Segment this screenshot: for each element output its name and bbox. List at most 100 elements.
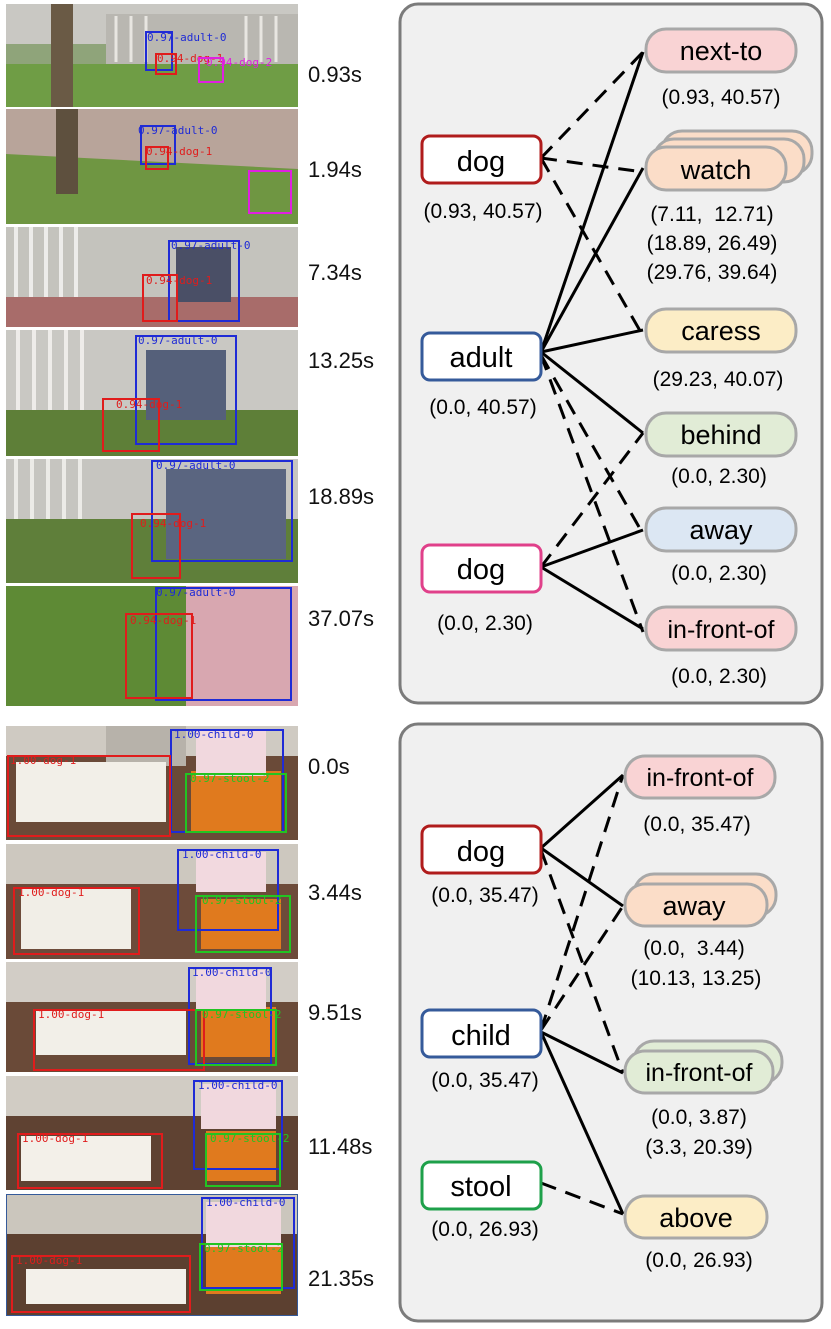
- frame-timestamp: 37.07s: [308, 606, 375, 631]
- box-label: 0.97-adult-0: [138, 124, 217, 137]
- video-frame: 1.00-child-0 1.00-dog-1 0.97-stool-2: [6, 1076, 298, 1190]
- frame-timestamp: 3.44s: [308, 880, 362, 905]
- entity-time: (0.0, 40.57): [429, 396, 536, 419]
- relation-node: in-front-of (0.0, 2.30): [644, 605, 798, 688]
- box-label: 0.97-adult-0: [171, 239, 250, 252]
- edge-solid: [539, 167, 645, 353]
- relation-time: (29.76, 39.64): [647, 261, 778, 284]
- box-label: 1.00-child-0: [192, 966, 271, 979]
- entity-node: dog (0.93, 40.57): [420, 134, 543, 223]
- video-frame: 0.97-adult-0 0.94-dog-1: [6, 586, 298, 706]
- entity-time: (0.0, 35.47): [431, 884, 538, 907]
- box-label: 0.97-adult-0: [156, 459, 235, 472]
- relation-time: (0.0, 26.93): [645, 1249, 752, 1272]
- relation-time: (0.0, 2.30): [671, 562, 767, 585]
- edge-dashed: [540, 1181, 624, 1216]
- edge-solid: [539, 1031, 625, 1215]
- frame-timestamp: 0.93s: [308, 62, 362, 87]
- relation-time: (10.13, 13.25): [631, 967, 762, 990]
- relation-label: behind: [680, 420, 761, 450]
- relation-label: in-front-of: [646, 1059, 753, 1087]
- relation-node: behind (0.0, 2.30): [644, 411, 798, 488]
- frame-timestamp: 1.94s: [308, 157, 362, 182]
- relation-time: (0.0, 2.30): [671, 465, 767, 488]
- relation-time: (0.0, 2.30): [671, 665, 767, 688]
- entity-time: (0.0, 26.93): [431, 1218, 538, 1241]
- edge-solid: [540, 565, 644, 631]
- video-frame: 1.00-child-0 1.00-dog-1 0.97-stool-2: [6, 1194, 298, 1316]
- frame-timestamp: 11.48s: [308, 1134, 373, 1159]
- edges: [539, 773, 625, 1216]
- entity-label: adult: [450, 342, 513, 374]
- box-label: 1.00-child-0: [174, 728, 253, 741]
- box-label: 1.00-dog-1: [38, 1008, 104, 1021]
- entity-time: (0.0, 2.30): [437, 612, 533, 635]
- box-label: 1.00-child-0: [206, 1196, 285, 1209]
- frame-timestamp: 7.34s: [308, 260, 362, 285]
- edge-dashed: [539, 157, 645, 337]
- frame-timestamp: 0.0s: [308, 754, 350, 779]
- relation-node: in-front-of (0.0, 3.87) (3.3, 20.39): [623, 1039, 784, 1159]
- box-label: 0.94-dog-1: [146, 145, 212, 158]
- box-label: 1.00-child-0: [182, 848, 261, 861]
- entity-label: dog: [457, 836, 505, 868]
- entity-time: (0.93, 40.57): [423, 200, 542, 223]
- edge-solid: [539, 51, 645, 353]
- box-label: 0.97-stool-2: [202, 1008, 281, 1021]
- box-label: 0.97-stool-2: [210, 1132, 289, 1145]
- relation-label: away: [689, 515, 753, 545]
- relation-time: (18.89, 26.49): [647, 232, 778, 255]
- edge-solid: [540, 528, 644, 569]
- relation-label: next-to: [680, 36, 763, 66]
- relation-time: (7.11, 12.71): [650, 203, 773, 226]
- video-frame: 1.00-child-0 1.00-dog-1 0.97-stool-2: [6, 726, 298, 840]
- relation-time: (0.0, 35.47): [643, 813, 750, 836]
- relation-node: above (0.0, 26.93): [623, 1194, 769, 1272]
- relation-time: (29.23, 40.07): [653, 368, 784, 391]
- relation-label: caress: [681, 316, 761, 346]
- relation-node: in-front-of (0.0, 35.47): [623, 754, 777, 836]
- box-label: 0.94-dog-1: [116, 398, 182, 411]
- relation-time: (0.0, 3.87): [651, 1106, 747, 1129]
- entity-time: (0.0, 35.47): [431, 1069, 538, 1092]
- entity-label: stool: [450, 1171, 511, 1203]
- entity-node: dog (0.0, 2.30): [420, 543, 543, 635]
- frame-timestamp: 21.35s: [308, 1266, 375, 1291]
- video-frame: 0.97-adult-0 0.94-dog-1: [6, 109, 298, 224]
- frame-timestamp: 18.89s: [308, 484, 375, 509]
- box-label: 0.97-adult-0: [138, 334, 217, 347]
- box-label: 0.94-dog-1: [130, 614, 196, 627]
- relation-node: next-to (0.93, 40.57): [644, 27, 798, 109]
- relation-node: caress (29.23, 40.07): [644, 307, 798, 391]
- box-label: 0.97-stool-2: [204, 1242, 283, 1255]
- entity-label: child: [451, 1020, 511, 1052]
- box-label: 0.97-stool-2: [190, 772, 269, 785]
- entity-node: stool (0.0, 26.93): [420, 1160, 543, 1241]
- edge-dashed: [540, 156, 644, 174]
- box-label: 1.00-child-0: [198, 1079, 277, 1092]
- box-label: 0.97-adult-0: [156, 586, 235, 599]
- video-frame: 0.97-adult-0 0.94-dog-1: [6, 227, 298, 327]
- frame-timestamp: 13.25s: [308, 348, 375, 373]
- edge-solid: [540, 328, 644, 354]
- relation-time: (3.3, 20.39): [645, 1136, 752, 1159]
- entity-node: adult (0.0, 40.57): [420, 331, 543, 419]
- edges: [539, 50, 645, 633]
- video-frame: 1.00-child-0 1.00-dog-1 0.97-stool-2: [6, 844, 298, 959]
- box-label: 0.94-dog-1: [157, 52, 223, 65]
- relation-label: away: [662, 891, 726, 921]
- relation-node: watch (7.11, 12.71) (18.89, 26.49) (29.7…: [644, 129, 814, 284]
- video-frame: 1.00-child-0 1.00-dog-1 0.97-stool-2: [6, 962, 298, 1072]
- video-frame: 0.97-adult-0 0.94-dog-1: [6, 330, 298, 456]
- relation-time: (0.0, 3.44): [643, 937, 745, 960]
- entity-node: dog (0.0, 35.47): [420, 824, 543, 907]
- edge-dashed: [539, 354, 645, 535]
- box-label: 0.97-stool-2: [202, 894, 281, 907]
- edge-solid: [540, 350, 644, 435]
- box-label: 0.94-dog-1: [146, 274, 212, 287]
- entity-label: dog: [457, 146, 505, 178]
- relation-label: above: [659, 1203, 733, 1233]
- box-label: 0.94-dog-1: [140, 517, 206, 530]
- entity-node: child (0.0, 35.47): [420, 1008, 543, 1092]
